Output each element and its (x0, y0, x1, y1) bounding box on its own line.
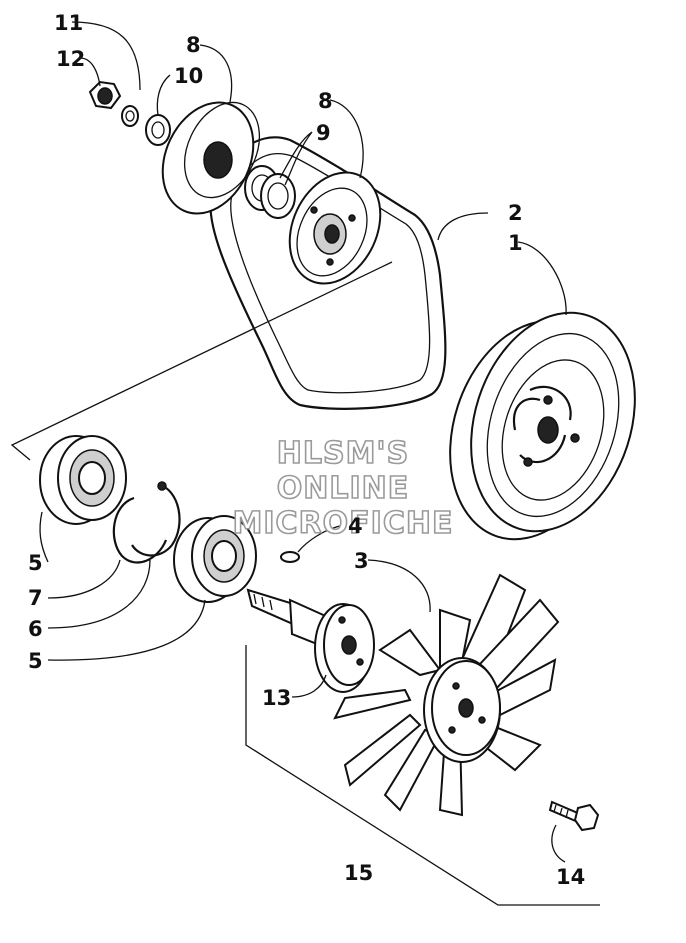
sheave-half-front (288, 171, 382, 285)
watermark-line-1: HLSM'S (277, 436, 409, 471)
watermark-line-3: MICROFICHE (233, 506, 454, 541)
assembly-lines (10, 261, 600, 906)
watermark-line-2: ONLINE (277, 471, 410, 506)
retaining-rings (112, 481, 181, 564)
callout-1: 1 (508, 231, 523, 255)
callout-8-top: 8 (186, 33, 201, 57)
cooling-fan (333, 573, 560, 817)
hardware-nut-washers (88, 80, 171, 146)
callout-3: 3 (354, 549, 369, 573)
driven-pulley (449, 311, 636, 541)
callout-15: 15 (344, 861, 373, 885)
fan-shaft-hub (246, 588, 375, 693)
bearing-upper (39, 435, 127, 525)
watermark: HLSM'S ONLINE MICROFICHE (232, 435, 454, 542)
hex-bolt (548, 800, 600, 832)
callout-14: 14 (556, 865, 585, 889)
woodruff-key (280, 551, 300, 563)
callout-6: 6 (28, 617, 43, 641)
callout-8-mid: 8 (318, 89, 333, 113)
leader-lines (39, 21, 567, 863)
callout-10: 10 (174, 64, 203, 88)
spacer-washers (244, 165, 296, 219)
callout-13: 13 (262, 686, 291, 710)
callout-5-upper: 5 (28, 551, 43, 575)
callout-numbers: 11 12 10 8 8 9 2 1 4 3 5 7 6 5 13 14 15 (28, 11, 585, 889)
callout-5-lower: 5 (28, 649, 43, 673)
callout-9: 9 (316, 121, 331, 145)
callout-4: 4 (348, 514, 363, 538)
drive-belt (209, 136, 447, 410)
callout-11: 11 (54, 11, 83, 35)
callout-12: 12 (56, 47, 85, 71)
bearing-lower (173, 515, 257, 603)
sheave-half-rear (161, 101, 261, 215)
callout-2: 2 (508, 201, 523, 225)
callout-7: 7 (28, 586, 43, 610)
